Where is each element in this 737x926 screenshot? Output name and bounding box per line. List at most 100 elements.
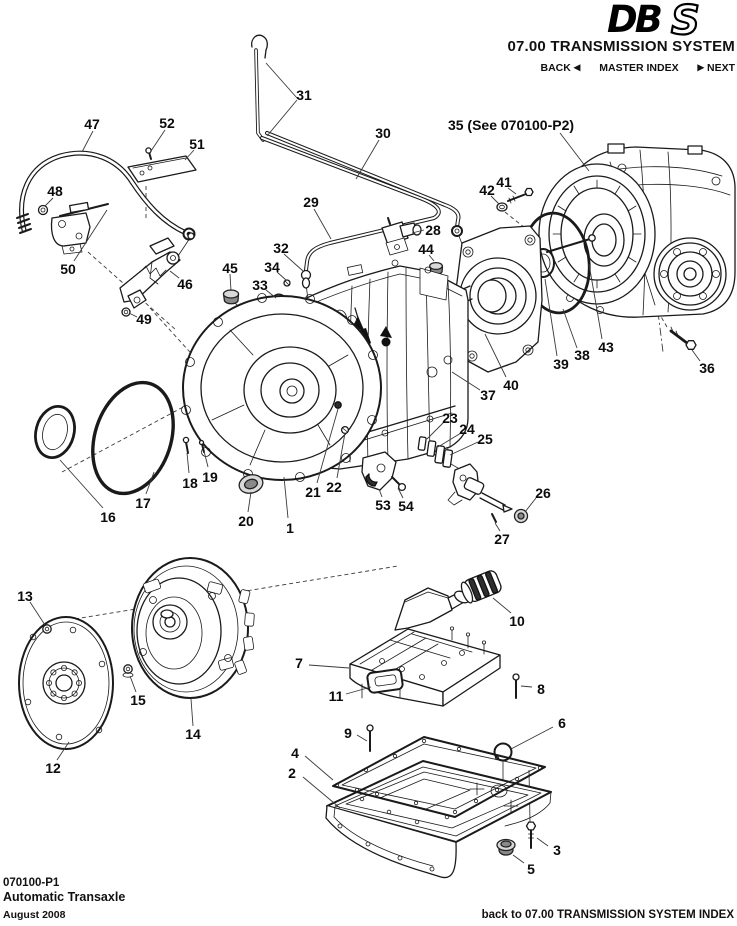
callout-label-7: 7 <box>295 655 303 671</box>
part-screw-21 <box>334 401 342 409</box>
callout-leader <box>129 675 137 693</box>
callout-leader <box>544 278 558 357</box>
back-link[interactable]: BACK ◀ <box>541 62 581 74</box>
callout-leader <box>411 229 425 234</box>
part-cap-45 <box>222 289 240 305</box>
callout-label-13: 13 <box>17 588 33 604</box>
callout-label-39: 39 <box>553 356 569 372</box>
part-pipe-fitting-32 <box>300 269 312 289</box>
callout-leader <box>276 271 287 281</box>
callout-leader <box>150 129 166 152</box>
callout-leader <box>308 664 350 669</box>
callout-label-53: 53 <box>375 497 391 513</box>
callout-leader <box>29 601 46 626</box>
callout-label-16: 16 <box>100 509 116 525</box>
part-pin-27 <box>491 513 497 523</box>
part-bolt-3 <box>525 821 537 849</box>
callout-label-32: 32 <box>273 240 289 256</box>
part-shift-lever-46 <box>119 232 195 309</box>
back-arrow-icon[interactable]: ◀ <box>573 62 581 72</box>
part-bolt-8 <box>512 673 520 699</box>
callout-label-1: 1 <box>286 520 294 536</box>
part-bracket-50 <box>50 201 109 255</box>
callout-leader <box>691 349 701 362</box>
callout-leader <box>451 371 481 391</box>
callout-leader <box>265 62 298 99</box>
callout-label-50: 50 <box>60 261 76 277</box>
callout-label-44: 44 <box>418 241 434 257</box>
callout-label-42: 42 <box>479 182 495 198</box>
callout-label-19: 19 <box>202 469 218 485</box>
part-bolt-41 <box>507 187 534 204</box>
callout-label-48: 48 <box>47 183 63 199</box>
logo-s-text: S <box>671 0 700 40</box>
callout-label-8: 8 <box>537 681 545 697</box>
callout-leader <box>559 132 590 172</box>
next-arrow-icon[interactable]: ▶ <box>697 62 705 72</box>
ring-gear-splines <box>552 179 642 289</box>
callout-label-51: 51 <box>189 136 205 152</box>
callout-label-46: 46 <box>177 276 193 292</box>
callout-leader <box>169 270 180 279</box>
callout-leader <box>59 459 104 509</box>
callout-label-47: 47 <box>84 116 100 132</box>
callout-leader <box>428 254 435 262</box>
callout-leader <box>302 776 341 809</box>
callout-leader <box>44 197 54 207</box>
part-park-rod-assembly <box>447 463 513 513</box>
callout-label-15: 15 <box>130 692 146 708</box>
logo-db-text: DB <box>607 0 661 40</box>
callout-label-3: 3 <box>553 842 561 858</box>
callout-label-31: 31 <box>296 87 312 103</box>
callout-label-49: 49 <box>136 311 152 327</box>
part-washer-42 <box>496 202 508 212</box>
next-link-label[interactable]: NEXT <box>706 62 735 74</box>
callout-label-33: 33 <box>252 277 268 293</box>
callout-label-34: 34 <box>264 259 280 275</box>
part-cooler-pipes-29-30 <box>260 131 463 272</box>
callout-label-6: 6 <box>558 715 566 731</box>
callout-leader <box>73 209 108 262</box>
part-rear-housing-35 <box>538 143 736 318</box>
part-oil-pan-2 <box>325 760 552 879</box>
callout-label-17: 17 <box>135 495 151 511</box>
back-to-index-link[interactable]: back to 07.00 TRANSMISSION SYSTEM INDEX <box>481 909 734 921</box>
part-drain-plug-5 <box>496 838 516 856</box>
part-seal-16 <box>34 405 76 459</box>
doc-number: 070100-P1 <box>3 876 60 889</box>
callout-label-29: 29 <box>303 194 319 210</box>
next-link[interactable]: ▶ NEXT <box>698 62 735 74</box>
callout-label-43: 43 <box>598 339 614 355</box>
callout-label-40: 40 <box>503 377 519 393</box>
part-connector-11 <box>366 668 404 694</box>
callout-leader <box>507 187 517 195</box>
callout-label-35: 35 (See 070100-P2) <box>448 117 574 133</box>
footer-left: 070100-P1 Automatic Transaxle August 200… <box>3 876 125 922</box>
dbs-logo: DB S <box>607 0 735 45</box>
callout-label-45: 45 <box>222 260 238 276</box>
callout-label-24: 24 <box>459 421 475 437</box>
part-bolt-36 <box>669 326 697 350</box>
callout-leader <box>145 471 155 495</box>
callout-leader <box>190 698 194 727</box>
part-bolt-15 <box>122 664 134 678</box>
callout-leader <box>203 450 209 468</box>
part-stud-19 <box>198 439 205 453</box>
part-main-case-1 <box>181 259 469 482</box>
callout-leader <box>128 312 138 318</box>
part-filler-tube-31 <box>251 34 268 142</box>
part-stud-43 <box>546 234 596 253</box>
callout-leader <box>247 491 252 513</box>
callout-label-30: 30 <box>375 125 391 141</box>
callout-label-36: 36 <box>699 360 715 376</box>
part-screw-34 <box>283 279 291 287</box>
back-link-label[interactable]: BACK <box>540 62 571 74</box>
part-bolt-54 <box>391 476 407 492</box>
callout-label-20: 20 <box>238 513 254 529</box>
callout-leader <box>484 333 507 378</box>
callout-leader <box>426 421 445 440</box>
part-pan-gasket-4 <box>332 736 546 818</box>
master-index-link[interactable]: MASTER INDEX <box>599 62 679 74</box>
